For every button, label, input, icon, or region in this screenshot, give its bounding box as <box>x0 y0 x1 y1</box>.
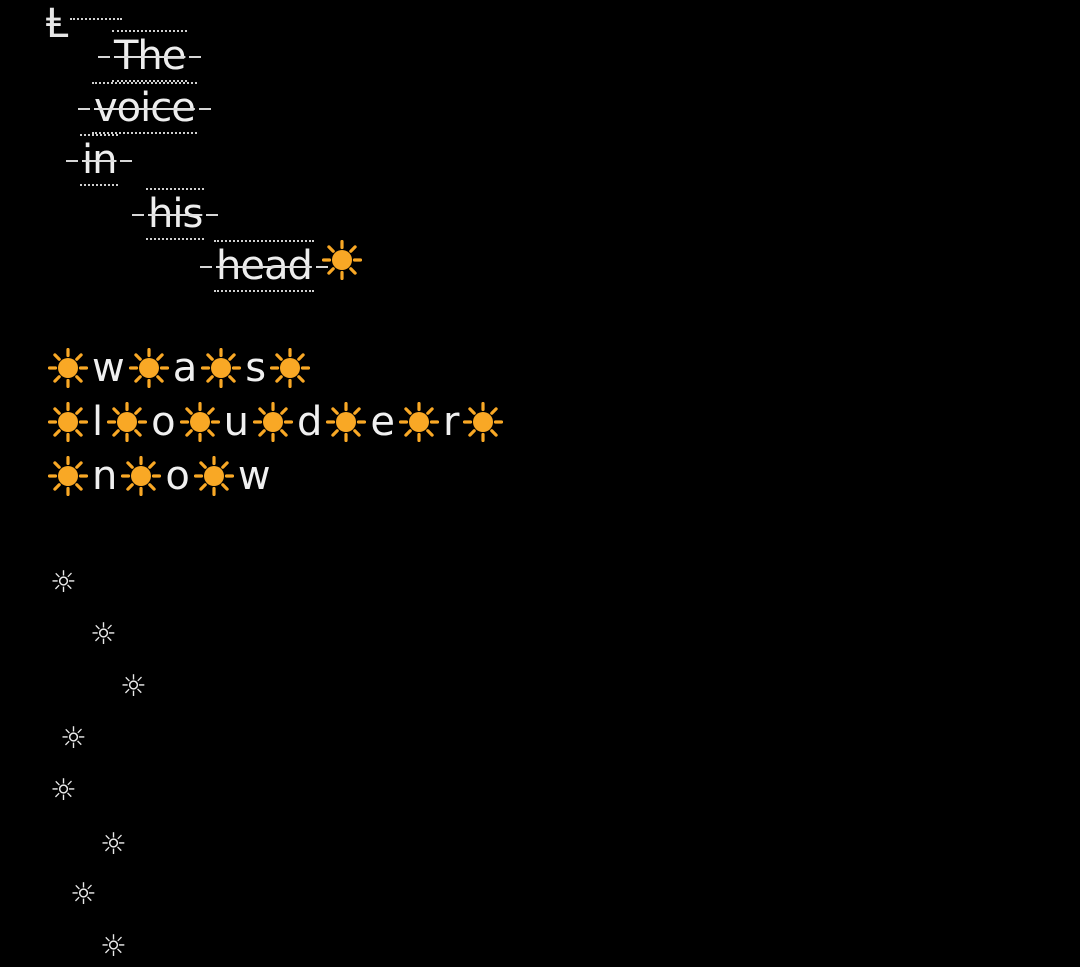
sun-outline-icon: ☼ <box>90 617 117 652</box>
word-the: The <box>97 30 202 82</box>
sun-emoji-icon <box>326 402 367 442</box>
sun-emoji-icon <box>48 348 88 388</box>
sun-emoji-icon <box>193 456 234 496</box>
word-head-text: head <box>200 240 328 292</box>
sun-outline-icon: ☼ <box>100 827 127 862</box>
sun-outline-icon: ☼ <box>50 565 77 600</box>
poem-letter: r <box>442 399 460 445</box>
sun-emoji-icon <box>322 240 362 280</box>
poem-letter: n <box>92 453 118 499</box>
poem-letter: w <box>237 453 271 499</box>
poem-letter: w <box>92 345 125 391</box>
poem-letter: o <box>151 399 176 445</box>
word-in-text: in <box>65 134 134 186</box>
poem-letter: l <box>92 399 104 445</box>
sun-emoji-icon <box>463 402 504 442</box>
sun-outline-icon: ☼ <box>60 721 87 756</box>
poem-letter: o <box>165 453 190 499</box>
sun-emoji-icon <box>128 348 169 388</box>
sun-outline-icon: ☼ <box>100 929 127 964</box>
word-head: head <box>200 240 328 292</box>
word-in: in <box>65 134 134 186</box>
sun-outline-icon: ☼ <box>50 773 77 808</box>
head-sun <box>322 240 362 280</box>
word-his-text: his <box>131 188 219 240</box>
poem-letter: e <box>370 399 395 445</box>
word-voice-text: voice <box>78 82 211 134</box>
sun-emoji-icon <box>270 348 311 388</box>
cursor-glyph: Ⱡ <box>46 0 123 48</box>
sun-outline-icon: ☼ <box>120 669 147 704</box>
sun-emoji-icon <box>107 402 148 442</box>
word-voice: voice <box>78 82 211 134</box>
word-the-text: The <box>97 30 202 82</box>
sun-emoji-icon <box>398 402 439 442</box>
poem-letter: u <box>223 399 249 445</box>
sun-outline-icon: ☼ <box>70 877 97 912</box>
sun-emoji-icon <box>252 402 293 442</box>
word-his: his <box>131 188 219 240</box>
sun-emoji-icon <box>201 348 242 388</box>
poem-letter: s <box>245 345 267 391</box>
sun-emoji-icon <box>48 456 88 496</box>
poem-letter: a <box>172 345 198 391</box>
sun-emoji-icon <box>121 456 162 496</box>
dotted-line <box>70 18 123 20</box>
cursor-glyph-text: Ⱡ <box>46 1 69 47</box>
sun-emoji-icon <box>179 402 220 442</box>
sun-emoji-icon <box>48 402 88 442</box>
poem-letter: d <box>296 399 323 445</box>
